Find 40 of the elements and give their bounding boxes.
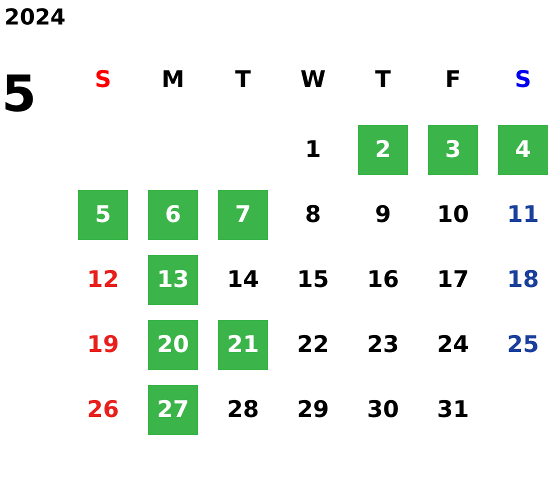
day-number: 12 xyxy=(87,267,119,293)
day-number: 28 xyxy=(227,397,259,423)
day-number: 1 xyxy=(305,137,321,163)
day-number: 23 xyxy=(367,332,399,358)
day-number: 8 xyxy=(305,202,321,228)
day-number: 17 xyxy=(437,267,469,293)
weekday-header: T xyxy=(235,67,251,93)
day-number: 9 xyxy=(375,202,391,228)
highlighted-day: 6 xyxy=(148,190,198,240)
highlighted-day: 5 xyxy=(78,190,128,240)
highlighted-day: 3 xyxy=(428,125,478,175)
highlighted-day: 20 xyxy=(148,320,198,370)
year-label: 2024 xyxy=(4,6,66,30)
day-number: 30 xyxy=(367,397,399,423)
weekday-header: S xyxy=(94,67,112,93)
day-number: 24 xyxy=(437,332,469,358)
weekday-header: T xyxy=(375,67,391,93)
highlighted-day: 21 xyxy=(218,320,268,370)
day-number: 16 xyxy=(367,267,399,293)
day-number: 25 xyxy=(507,332,539,358)
day-number: 29 xyxy=(297,397,329,423)
month-number: 5 xyxy=(2,65,36,123)
day-number: 22 xyxy=(297,332,329,358)
day-number: 18 xyxy=(507,267,539,293)
day-number: 26 xyxy=(87,397,119,423)
day-number: 11 xyxy=(507,202,539,228)
highlighted-day: 4 xyxy=(498,125,548,175)
weekday-header: S xyxy=(514,67,532,93)
day-number: 15 xyxy=(297,267,329,293)
weekday-header: W xyxy=(300,67,326,93)
highlighted-day: 27 xyxy=(148,385,198,435)
weekday-header: F xyxy=(445,67,461,93)
weekday-header: M xyxy=(162,67,184,93)
highlighted-day: 13 xyxy=(148,255,198,305)
day-number: 31 xyxy=(437,397,469,423)
highlighted-day: 2 xyxy=(358,125,408,175)
highlighted-day: 7 xyxy=(218,190,268,240)
day-number: 19 xyxy=(87,332,119,358)
day-number: 10 xyxy=(437,202,469,228)
day-number: 14 xyxy=(227,267,259,293)
